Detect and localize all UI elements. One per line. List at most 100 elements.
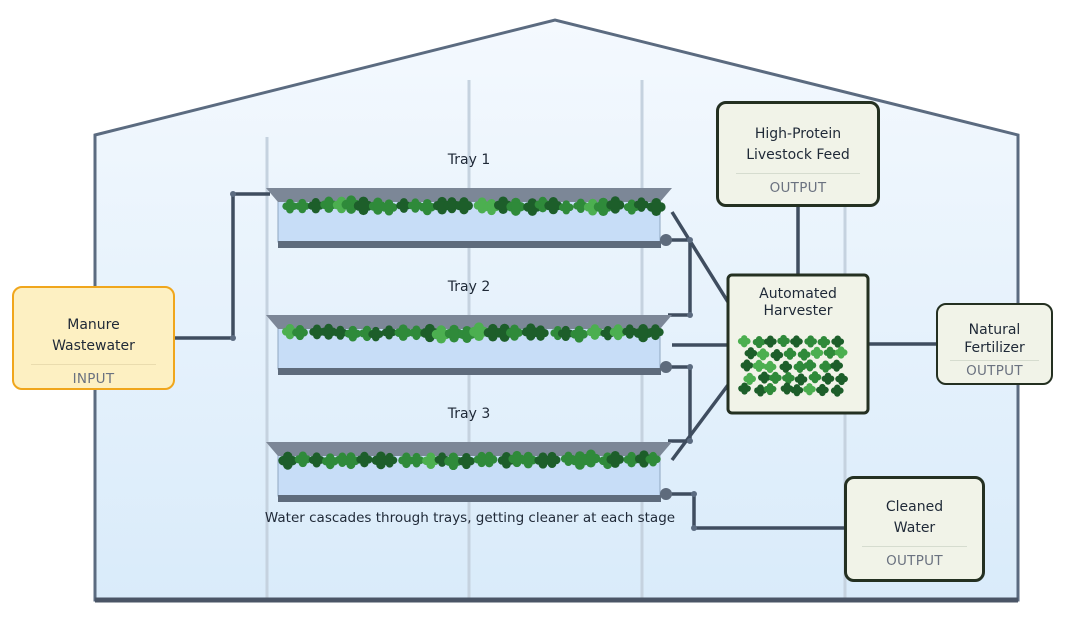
harvested-plant <box>790 384 804 397</box>
harvested-plant <box>830 384 844 397</box>
harvested-plant <box>737 335 751 348</box>
harvested-plant <box>777 334 790 348</box>
harvester-plants <box>737 334 848 397</box>
feed-title-line2: Livestock Feed <box>746 147 850 163</box>
input-tag: INPUT <box>72 371 115 387</box>
tray-label-2: Tray 2 <box>447 279 491 295</box>
harvested-plant <box>758 371 771 384</box>
duckweed-cluster <box>645 451 661 467</box>
fertilizer-divider <box>950 360 1039 361</box>
output-box-livestock-feed: High-Protein Livestock Feed OUTPUT <box>716 101 880 207</box>
duckweed-cluster <box>398 452 415 469</box>
tray-base <box>278 241 661 248</box>
duckweed-cluster <box>560 451 576 467</box>
harvested-plant <box>743 372 757 385</box>
harvested-plant <box>821 372 835 385</box>
duckweed-cluster <box>381 325 397 340</box>
duckweed-cluster <box>622 324 638 339</box>
water-title-line1: Cleaned <box>885 499 944 515</box>
output-box-natural-fertilizer: Natural Fertilizer OUTPUT <box>936 303 1053 385</box>
duckweed-cluster <box>558 200 574 215</box>
duckweed-cluster <box>444 324 464 343</box>
tray-label-1: Tray 1 <box>447 152 491 168</box>
input-box-manure-wastewater: Manure Wastewater INPUT <box>12 286 175 390</box>
pipe-joints <box>230 191 697 531</box>
harvested-plant <box>817 335 831 349</box>
feed-tag: OUTPUT <box>769 180 827 196</box>
duckweed-cluster <box>454 197 473 215</box>
harvested-plant <box>823 346 837 359</box>
harvested-plant <box>764 335 777 348</box>
tray-outlet-valve <box>660 361 672 373</box>
duckweed-cluster <box>506 324 523 341</box>
fertilizer-tag: OUTPUT <box>966 363 1023 379</box>
duckweed-cluster <box>356 451 373 468</box>
duckweed-cluster <box>321 453 339 470</box>
duckweed-cluster <box>506 197 526 216</box>
tray-1 <box>266 188 672 248</box>
water-title-line2: Water <box>893 520 936 536</box>
duckweed-cluster <box>307 198 324 214</box>
duckweed-cluster <box>543 451 561 469</box>
duckweed-cluster <box>294 198 310 214</box>
harvested-plant <box>763 360 777 373</box>
harvested-plant <box>756 348 770 361</box>
duckweed-cluster <box>381 452 398 468</box>
tray-3 <box>266 442 672 502</box>
duckweed-cluster <box>481 451 498 468</box>
duckweed-cluster <box>519 451 537 469</box>
fertilizer-title-line1: Natural <box>968 322 1021 338</box>
duckweed-cluster <box>344 325 361 342</box>
harvester-title-line1: Automated <box>759 286 837 302</box>
trays-layer <box>266 188 672 502</box>
water-divider <box>861 546 968 547</box>
duckweed-cluster <box>633 197 649 212</box>
duckweed-cluster <box>647 324 664 341</box>
pipes <box>175 192 938 530</box>
input-divider <box>31 364 156 365</box>
harvested-plant <box>803 383 816 396</box>
duckweed-cluster <box>544 197 563 215</box>
duckweed-cluster <box>581 449 601 468</box>
harvested-plant <box>804 335 817 348</box>
duckweed-cluster <box>278 451 298 470</box>
duckweed-cluster <box>368 326 384 342</box>
duckweed-cluster <box>294 451 312 468</box>
harvested-plant <box>794 373 808 386</box>
duckweed-cluster <box>407 198 423 213</box>
duckweed-cluster <box>418 199 436 216</box>
duckweed-cluster <box>593 197 613 216</box>
harvested-plant <box>779 360 793 373</box>
duckweed-cluster <box>606 450 625 468</box>
feed-title-line1: High-Protein <box>754 126 842 142</box>
tray-2 <box>266 315 672 375</box>
harvested-plant <box>752 336 766 349</box>
harvested-plant <box>752 359 766 372</box>
duckweed-cluster <box>380 199 398 216</box>
tray-outlet-valve <box>660 488 672 500</box>
duckweed-cluster <box>623 199 640 215</box>
harvested-plant <box>740 359 754 372</box>
tray-outlet-valve <box>660 234 672 246</box>
duckweed-cluster <box>408 452 425 468</box>
duckweed-cluster <box>532 325 549 341</box>
harvested-plant <box>816 383 829 397</box>
duckweed-cluster <box>646 197 666 216</box>
fertilizer-title-line2: Fertilizer <box>964 340 1025 356</box>
harvested-plant <box>783 347 797 360</box>
harvested-plant <box>834 346 848 359</box>
harvested-plant <box>810 346 824 359</box>
harvested-plant <box>831 335 845 348</box>
duckweed-cluster <box>292 325 308 341</box>
duckweed-cluster <box>458 325 476 343</box>
tray-base <box>278 495 661 502</box>
harvested-plant <box>803 359 817 372</box>
duckweed-cluster <box>396 198 412 213</box>
cascade-caption: Water cascades through trays, getting cl… <box>264 510 676 526</box>
harvested-plant <box>738 382 751 395</box>
harvester-title: Automated Harvester <box>730 284 866 322</box>
harvested-plant <box>754 384 767 397</box>
water-tag: OUTPUT <box>886 553 943 569</box>
tray-label-3: Tray 3 <box>447 406 491 422</box>
duckweed-cluster <box>606 196 625 214</box>
